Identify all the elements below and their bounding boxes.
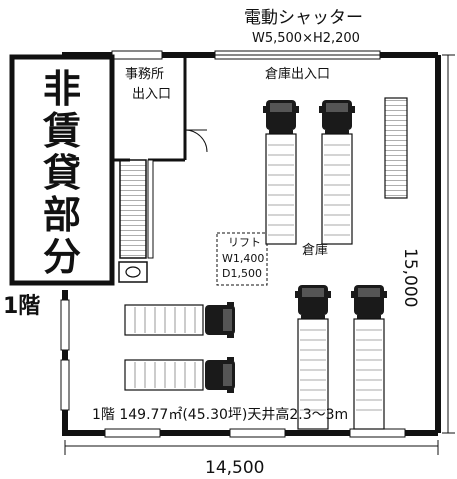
staircase: [119, 159, 147, 259]
lift-box: [216, 232, 268, 286]
truck-bottom-left: [295, 285, 331, 430]
non-lease-char: 賃: [42, 109, 81, 153]
lift-title: リフト: [228, 236, 261, 249]
non-lease-char: 分: [42, 235, 81, 279]
non-lease-char: 貸: [42, 151, 81, 195]
dimension-depth: 15,000: [400, 248, 420, 308]
truck-horizontal-lower: [124, 357, 235, 393]
shutter-size: W5,500×H2,200: [252, 31, 360, 46]
lift-depth: D1,500: [222, 267, 262, 280]
floor-info: 1階 149.77㎡(45.30坪)天井高2.3～3m: [92, 407, 349, 423]
truck-top-left: [263, 100, 299, 245]
dimension-depth-line: [442, 54, 455, 434]
truck-top-right: [319, 100, 355, 245]
dimension-width: 14,500: [205, 458, 265, 478]
truck-horizontal-upper: [124, 302, 235, 338]
dimension-width-line: [64, 440, 439, 455]
non-lease-char: 部: [42, 193, 81, 237]
non-lease-char: 非: [42, 67, 81, 111]
warehouse-label: 倉庫: [302, 243, 329, 258]
right-stairs: [384, 97, 408, 199]
warehouse-entrance-label: 倉庫出入口: [265, 67, 331, 82]
shutter-title: 電動シャッター: [244, 8, 363, 28]
lift-width: W1,400: [222, 252, 265, 265]
office-entrance-line1: 事務所: [125, 67, 165, 82]
floor-label: 1階: [3, 294, 41, 319]
office-entrance-line2: 出入口: [132, 87, 172, 102]
truck-bottom-right: [351, 285, 387, 430]
non-lease-label: 非 賃 貸 部 分: [22, 70, 102, 280]
